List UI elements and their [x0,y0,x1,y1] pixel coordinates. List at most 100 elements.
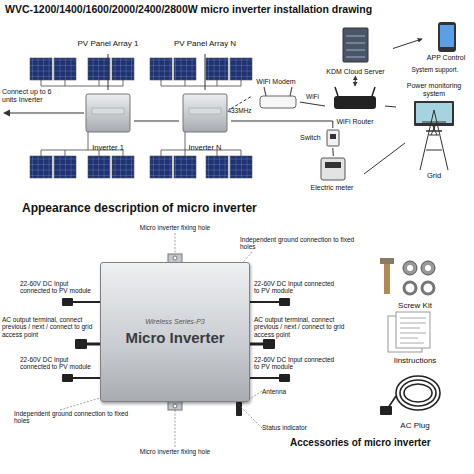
cloud-server: KDM Cloud Server [318,26,393,76]
node-text: Electric meter [311,184,354,192]
node-text: PV Panel Array N [174,40,236,49]
dc-wire [161,132,241,156]
node-text: KDM Cloud Server [326,68,384,76]
node-text: PV Panel Array 1 [78,40,139,49]
screw-kit-icon [380,258,435,294]
ac-connector [263,339,275,349]
fixing-hole [173,256,177,260]
node-text: WiFi Router [337,118,374,126]
dc-wire [41,132,123,156]
annotation-label: Antenna [262,388,312,395]
solar-panel [230,58,252,80]
connector [108,54,109,90]
inverter-icon [183,94,227,132]
connector [393,39,422,49]
washer [422,282,434,294]
bolt-head [380,258,394,264]
dc-wire [161,80,241,86]
connector [364,143,405,174]
annotation-label: Appearance description of micro inverter [22,202,342,216]
dc-connector [62,374,73,382]
solar-panels [30,58,252,178]
monitoring-pc: Power monitoring system [396,82,472,132]
node-text: Micro Inverter [125,330,224,347]
annotation-label: Accessories of micro inverter [290,437,474,449]
annotation-label: System support. [398,66,472,73]
router-antenna [335,87,375,96]
solar-panel [206,156,228,178]
nut-hole [425,265,431,271]
nut [403,261,417,275]
app-phone: APP Control [422,20,470,62]
solar-panel [150,58,172,80]
node-text: APP Control [427,54,465,62]
meter-icon [321,158,345,180]
node-text: WiFi Modem [256,78,295,86]
solar-panel [112,156,134,178]
solar-panel [54,156,76,178]
nut [421,261,435,275]
annotation-label: Independent ground connection to fixed h… [240,236,360,251]
connector [300,102,325,106]
inverter-unit: Inverter N [179,90,231,152]
annotation-label: Micro inverter fixing hole [125,448,225,455]
nut-hole [407,265,413,271]
ac-connector [75,339,87,349]
fixing-hole [173,404,177,408]
connector [231,121,333,128]
solar-panel [30,156,52,178]
dc-wires [41,80,241,156]
annotation-label: Status indicator [262,424,342,431]
switch-icon [327,130,339,146]
annotation-label: 22-60V DC Input connected to PV module [20,280,100,295]
annotation-label: 22-60V DC Input connected to PV module [254,280,338,295]
phone-screen [440,25,454,47]
wifi-router: WiFi Router [325,86,385,126]
solar-panel [206,58,228,80]
manual-page [396,312,430,348]
manual-lines [400,318,426,343]
panel-array: PV Panel Array N [158,34,252,54]
antenna-icon [236,402,242,416]
inverter-plate [189,108,221,114]
solar-panel [112,58,134,80]
modem-icon [260,96,296,108]
dc-wire [41,80,123,86]
annotation-label: 22-60V DC Input connected to PV module [20,356,100,371]
leader-line [175,410,176,447]
leader-line [175,233,176,254]
node-text: Wireless Series-P3 [145,318,204,326]
switch-lever [330,134,336,139]
solar-panel [88,156,110,178]
connector [385,106,396,107]
server-icon [343,28,368,62]
plug-head [380,406,392,415]
inverter-icon [86,94,130,132]
annotation-label: 22-60V DC Input connected to PV module [254,356,338,371]
annotation-label: Iinstructions [380,356,450,365]
electric-meter: Electric meter [300,156,364,192]
solar-panel [174,58,196,80]
inverter-unit: Inverter 1 [82,90,134,152]
edge-label: 433MHz [227,108,251,115]
wifi-modem: WiFi Modem [252,78,300,114]
micro-inverter-body: Wireless Series-P3Micro Inverter [100,262,250,402]
ac-plug-icon [388,376,440,410]
annotation-label: Screw Kit [380,301,450,310]
dc-connector [279,374,290,382]
annotation-label: AC Plug [380,421,450,430]
node-text: Power monitoring system [396,82,472,97]
solar-panel [88,58,110,80]
arrow-head [3,110,10,117]
diagram-title: WVC-1200/1400/1600/2000/2400/2800W micro… [5,3,473,15]
node-text: Inverter 1 [92,144,124,152]
dc-connector [279,298,290,306]
connector [355,76,357,86]
bolt-shank [384,264,390,294]
router-icon [334,96,376,109]
cable-coil [400,380,436,406]
grid-tower: Grid [405,106,463,180]
